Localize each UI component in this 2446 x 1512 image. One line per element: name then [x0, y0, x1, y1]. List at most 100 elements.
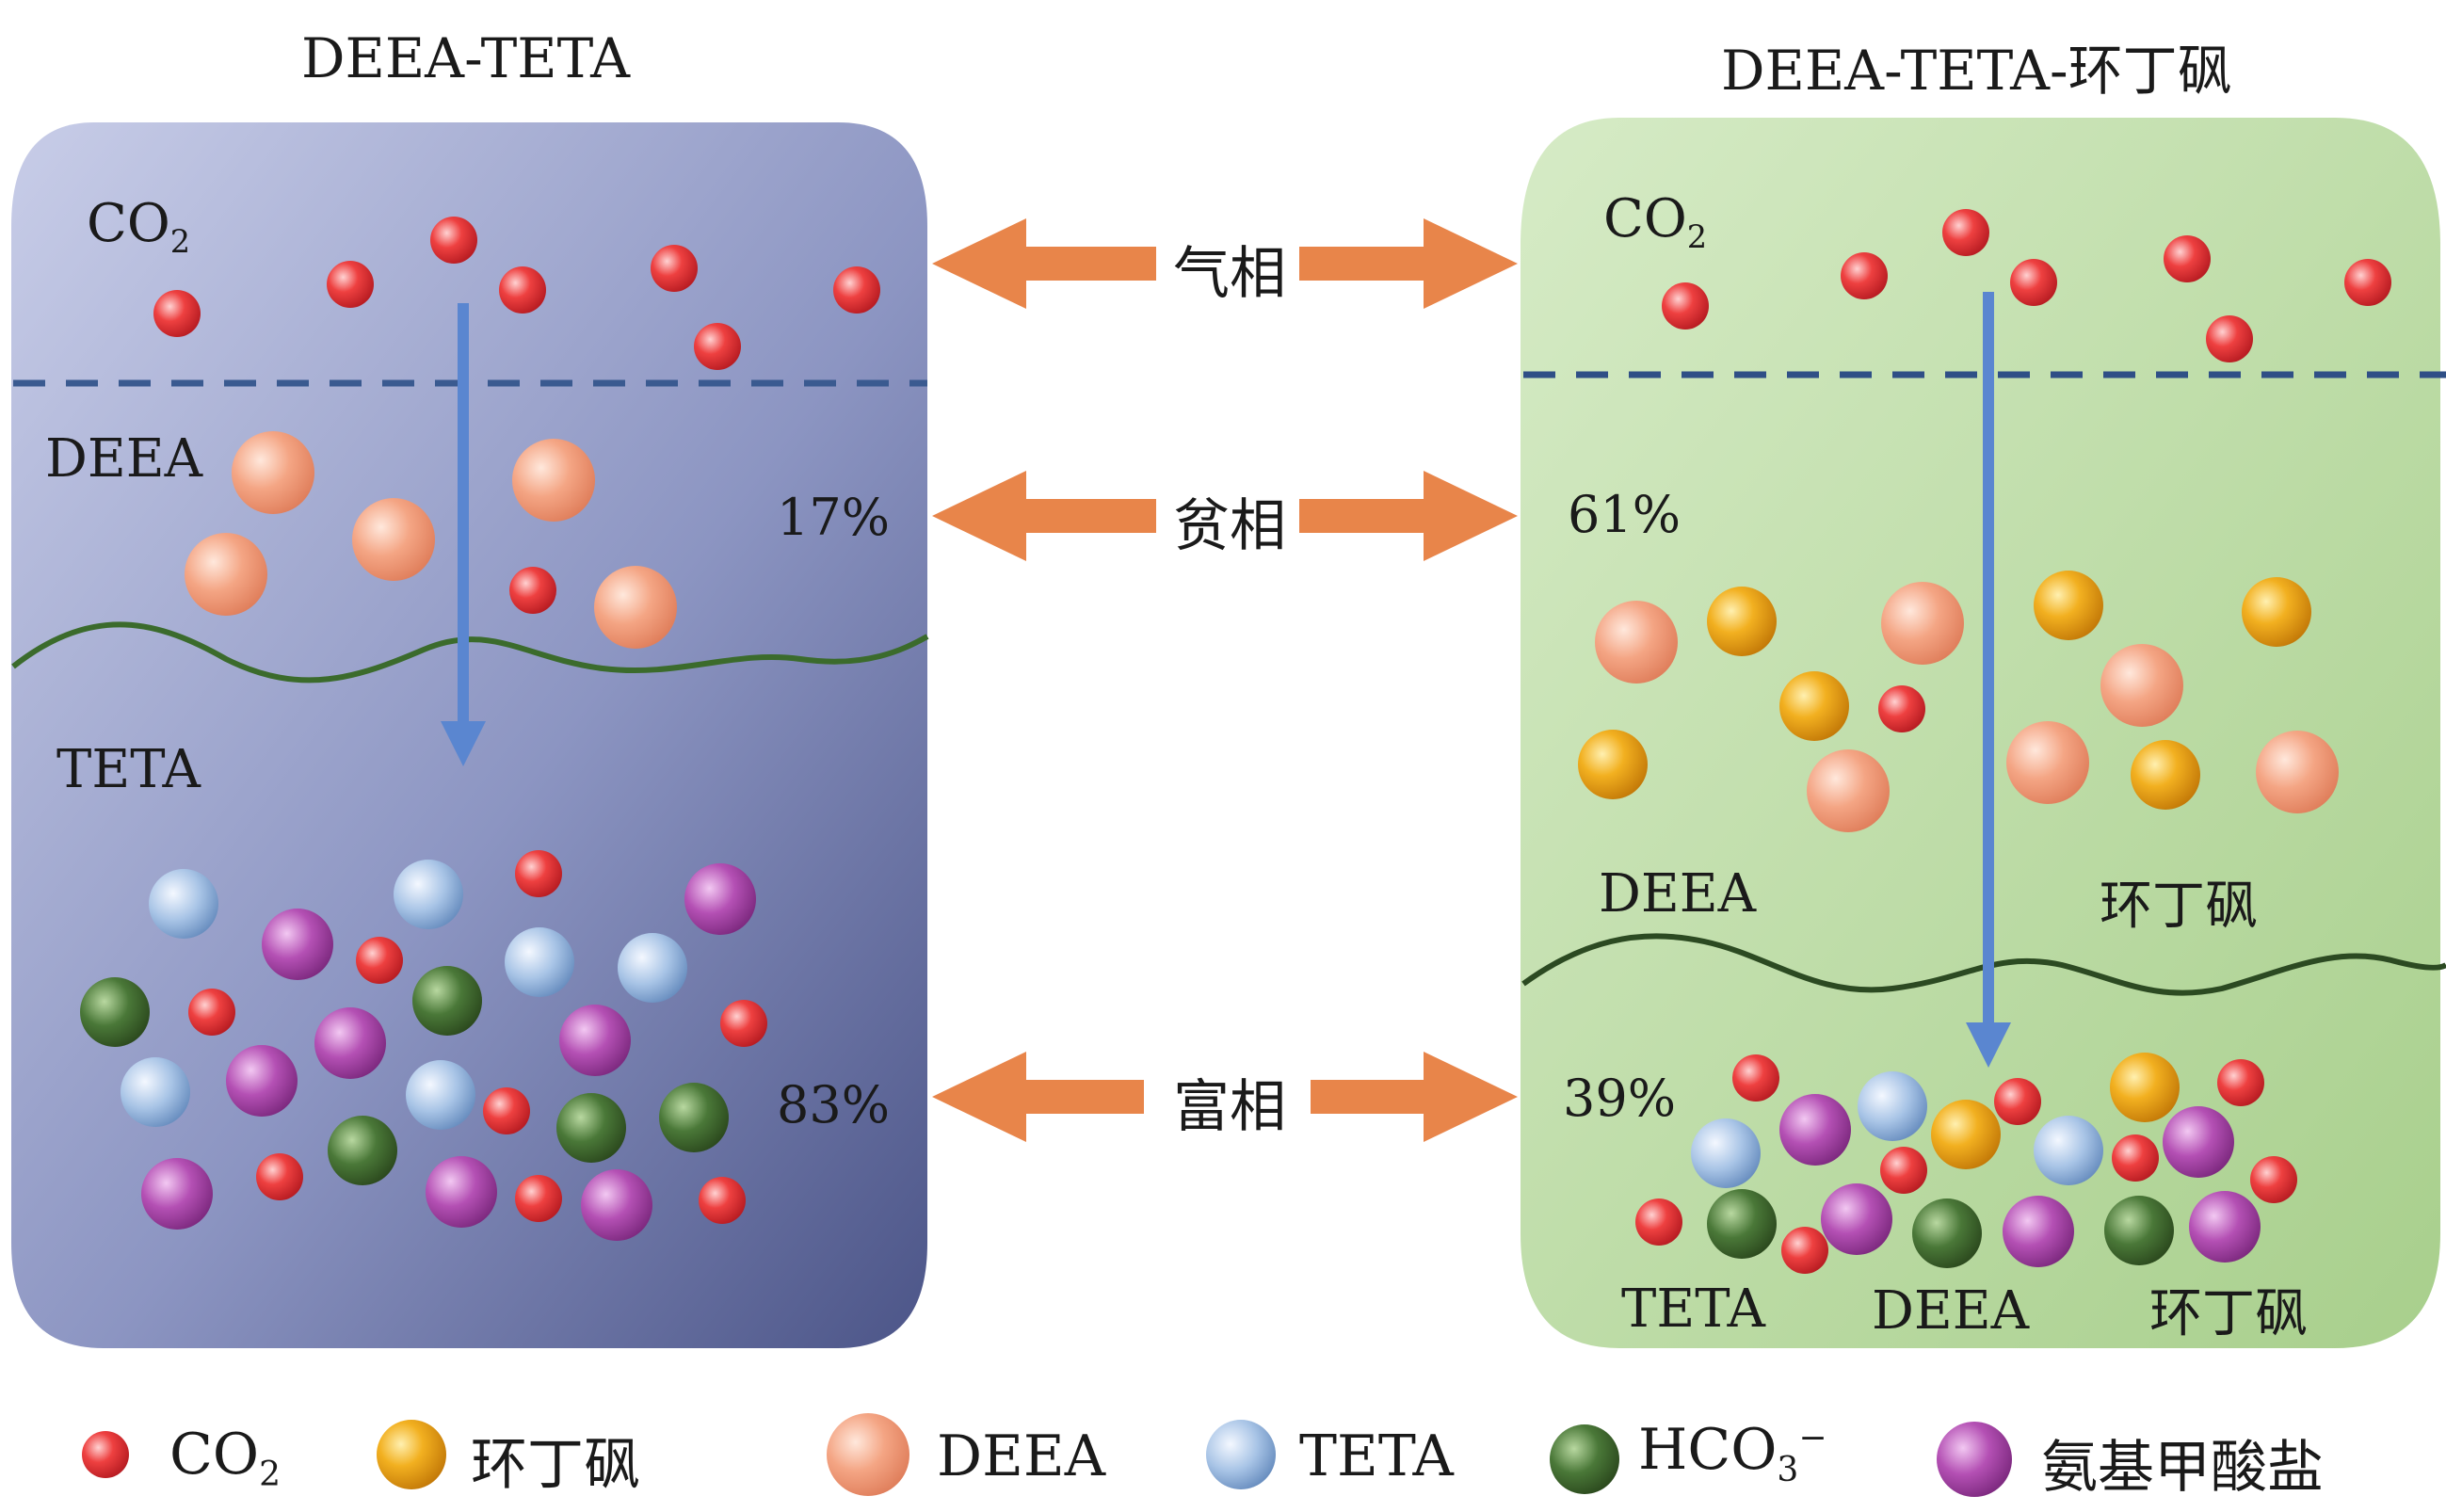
legend-deea-marker: [827, 1413, 909, 1496]
carbamate-molecule: [314, 1007, 386, 1079]
teta-molecule: [2034, 1116, 2103, 1185]
deea-molecule: [2006, 721, 2089, 804]
left-upper-percent: 17%: [777, 488, 891, 547]
carbamate-molecule: [262, 909, 333, 980]
right-upper-percent: 61%: [1568, 485, 1682, 544]
legend-teta-label: TETA: [1299, 1424, 1454, 1489]
co2-molecule: [188, 989, 235, 1036]
hco3-molecule: [556, 1093, 626, 1163]
co2-molecule: [1662, 282, 1709, 330]
co2-molecule: [1781, 1227, 1828, 1274]
hco3-molecule: [1912, 1198, 1982, 1268]
co2-molecule: [499, 266, 546, 314]
gas-phase-label: 气相: [1173, 241, 1286, 307]
right-container: [1521, 118, 2440, 1348]
right-title: DEEA-TETA-环丁砜: [1721, 39, 2232, 103]
teta-molecule: [121, 1057, 190, 1127]
teta-molecule: [149, 869, 218, 939]
sulfolane-molecule: [2242, 577, 2311, 647]
co2-molecule: [1878, 685, 1925, 732]
sulfolane-molecule: [2131, 740, 2200, 810]
deea-molecule: [352, 498, 435, 581]
teta-molecule: [1691, 1118, 1761, 1188]
hco3-molecule: [2104, 1196, 2174, 1265]
co2-molecule: [1880, 1147, 1927, 1194]
carbamate-molecule: [2189, 1191, 2261, 1263]
right-rich-molecules: [1635, 1053, 2297, 1274]
lean-phase-arrow: [932, 471, 1518, 561]
co2-molecule: [2010, 259, 2057, 306]
deea-molecule: [232, 431, 314, 514]
co2-molecule: [2164, 235, 2211, 282]
left-rich-molecules: [80, 850, 767, 1241]
left-gas-label: CO2: [87, 193, 191, 261]
legend-sulfolane-label: 环丁砜: [471, 1432, 640, 1498]
left-gas-molecules: [153, 217, 880, 370]
teta-molecule: [505, 927, 574, 997]
co2-molecule: [651, 245, 698, 292]
right-upper-label-deea: DEEA: [1599, 863, 1757, 925]
deea-molecule: [2100, 644, 2183, 727]
sulfolane-molecule: [1578, 730, 1648, 799]
co2-molecule: [720, 1000, 767, 1047]
carbamate-molecule: [581, 1169, 652, 1241]
co2-molecule: [483, 1087, 530, 1134]
deea-molecule: [2256, 731, 2339, 813]
hco3-molecule: [328, 1116, 397, 1185]
co2-molecule: [515, 850, 562, 897]
carbamate-molecule: [226, 1045, 298, 1117]
co2-molecule: [509, 567, 556, 614]
right-lower-label-deea: DEEA: [1872, 1280, 2030, 1342]
hco3-molecule: [659, 1083, 729, 1152]
deea-molecule: [185, 533, 267, 616]
legend-sulfolane-marker: [377, 1420, 446, 1489]
left-lower-label: TETA: [56, 739, 201, 800]
left-phase-boundary: [11, 621, 929, 684]
carbamate-molecule: [2163, 1106, 2234, 1178]
sulfolane-molecule: [1779, 671, 1849, 741]
legend-co2-label: CO2: [169, 1422, 282, 1494]
sulfolane-molecule: [2110, 1053, 2180, 1122]
carbamate-molecule: [559, 1005, 631, 1076]
sulfolane-molecule: [2034, 571, 2103, 640]
right-gas-molecules: [1662, 209, 2391, 362]
deea-molecule: [1807, 749, 1890, 832]
co2-molecule: [2112, 1134, 2159, 1182]
left-lower-percent: 83%: [777, 1075, 891, 1134]
co2-molecule: [1942, 209, 1989, 256]
legend-markers: [82, 1413, 2012, 1497]
carbamate-molecule: [684, 863, 756, 935]
right-lean-molecules: [1578, 571, 2339, 832]
right-lower-percent: 39%: [1563, 1069, 1677, 1128]
co2-molecule: [356, 937, 403, 984]
right-upper-label-sulfolane: 环丁砜: [2100, 876, 2258, 937]
co2-molecule: [153, 290, 201, 337]
hco3-molecule: [1707, 1189, 1777, 1259]
co2-molecule: [2206, 315, 2253, 362]
left-lean-molecules: [185, 431, 677, 649]
co2-molecule: [699, 1177, 746, 1224]
hco3-molecule: [80, 977, 150, 1047]
carbamate-molecule: [426, 1156, 497, 1228]
deea-molecule: [512, 439, 595, 522]
co2-molecule: [256, 1153, 303, 1200]
co2-molecule: [1732, 1054, 1779, 1102]
teta-molecule: [394, 860, 463, 929]
legend-carbamate-marker: [1937, 1422, 2012, 1497]
hco3-molecule: [412, 966, 482, 1036]
deea-molecule: [1595, 601, 1678, 684]
left-upper-label: DEEA: [45, 428, 203, 490]
teta-molecule: [406, 1060, 475, 1130]
rich-phase-arrow: [932, 1052, 1518, 1142]
co2-molecule: [1841, 252, 1888, 299]
legend-co2-marker: [82, 1431, 129, 1478]
right-lower-label-teta: TETA: [1621, 1279, 1765, 1340]
co2-molecule: [694, 323, 741, 370]
co2-molecule: [2344, 259, 2391, 306]
teta-molecule: [618, 933, 687, 1003]
right-gas-label: CO2: [1603, 188, 1708, 256]
co2-molecule: [1994, 1078, 2041, 1125]
co2-molecule: [833, 266, 880, 314]
carbamate-molecule: [141, 1158, 213, 1230]
lean-phase-label: 贫相: [1173, 493, 1286, 559]
